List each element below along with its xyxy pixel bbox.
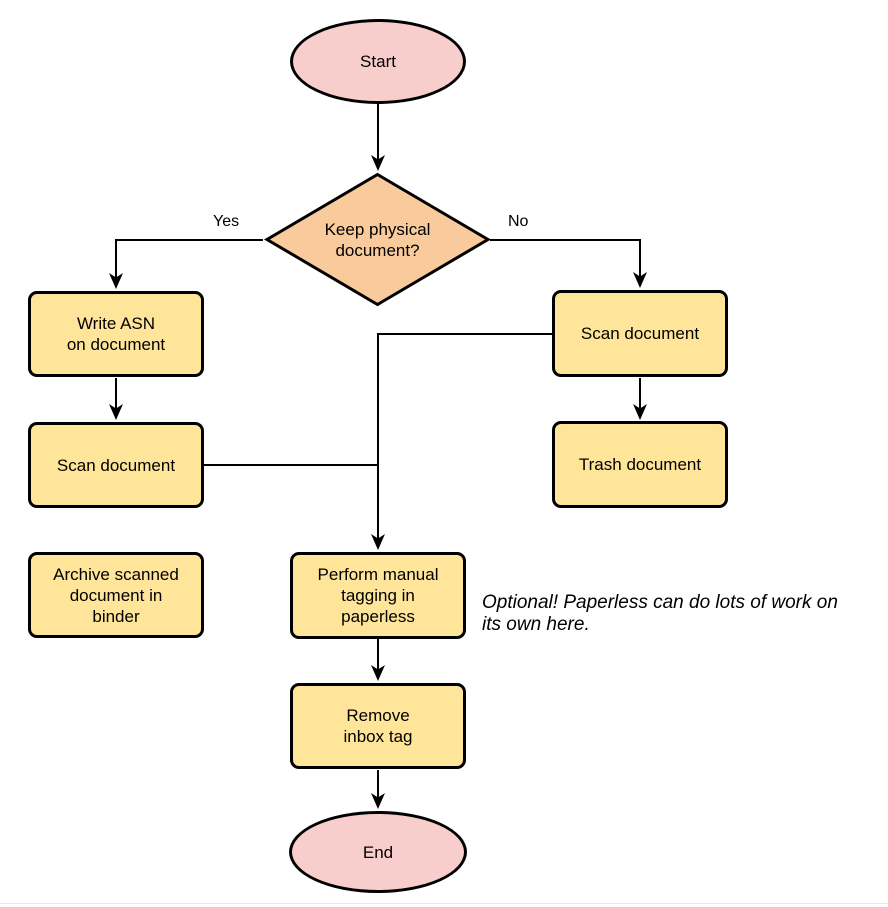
process-label: Trash document xyxy=(578,455,702,474)
edge-label-yes: Yes xyxy=(213,213,240,230)
optional-note: Optional! Paperless can do lots of work … xyxy=(482,592,838,635)
process-label: Remove inbox tag xyxy=(343,706,413,746)
page-edge-line xyxy=(0,903,888,904)
edge-decision-no-to-scan-right xyxy=(490,239,647,288)
edge-scan-right-to-perform-tagging xyxy=(371,333,552,550)
process-remove-inbox-tag: Remove inbox tag xyxy=(290,683,466,769)
process-archive-scanned-document: Archive scanned document in binder xyxy=(28,552,204,638)
end-label: End xyxy=(362,842,394,862)
end-node: End xyxy=(289,811,467,893)
process-scan-document-right: Scan document xyxy=(552,290,728,377)
process-label: Archive scanned document in binder xyxy=(53,564,179,626)
process-label: Perform manual tagging in paperless xyxy=(317,565,439,626)
start-node: Start xyxy=(290,19,466,104)
process-label: Scan document xyxy=(580,324,700,343)
process-trash-document: Trash document xyxy=(552,421,728,508)
start-label: Start xyxy=(360,52,396,71)
edge-label-no: No xyxy=(508,213,529,230)
decision-keep-physical-document: Keep physical document? xyxy=(264,172,491,307)
edge-decision-yes-to-write-asn xyxy=(109,239,263,289)
process-perform-manual-tagging: Perform manual tagging in paperless xyxy=(290,552,466,639)
process-scan-document-left: Scan document xyxy=(28,422,204,508)
decision-diamond-shape xyxy=(264,172,491,307)
process-write-asn-on-document: Write ASN on document xyxy=(28,291,204,377)
process-label: Write ASN on document xyxy=(66,314,166,354)
decision-label: Keep physical document? xyxy=(324,219,431,260)
process-label: Scan document xyxy=(56,455,176,475)
